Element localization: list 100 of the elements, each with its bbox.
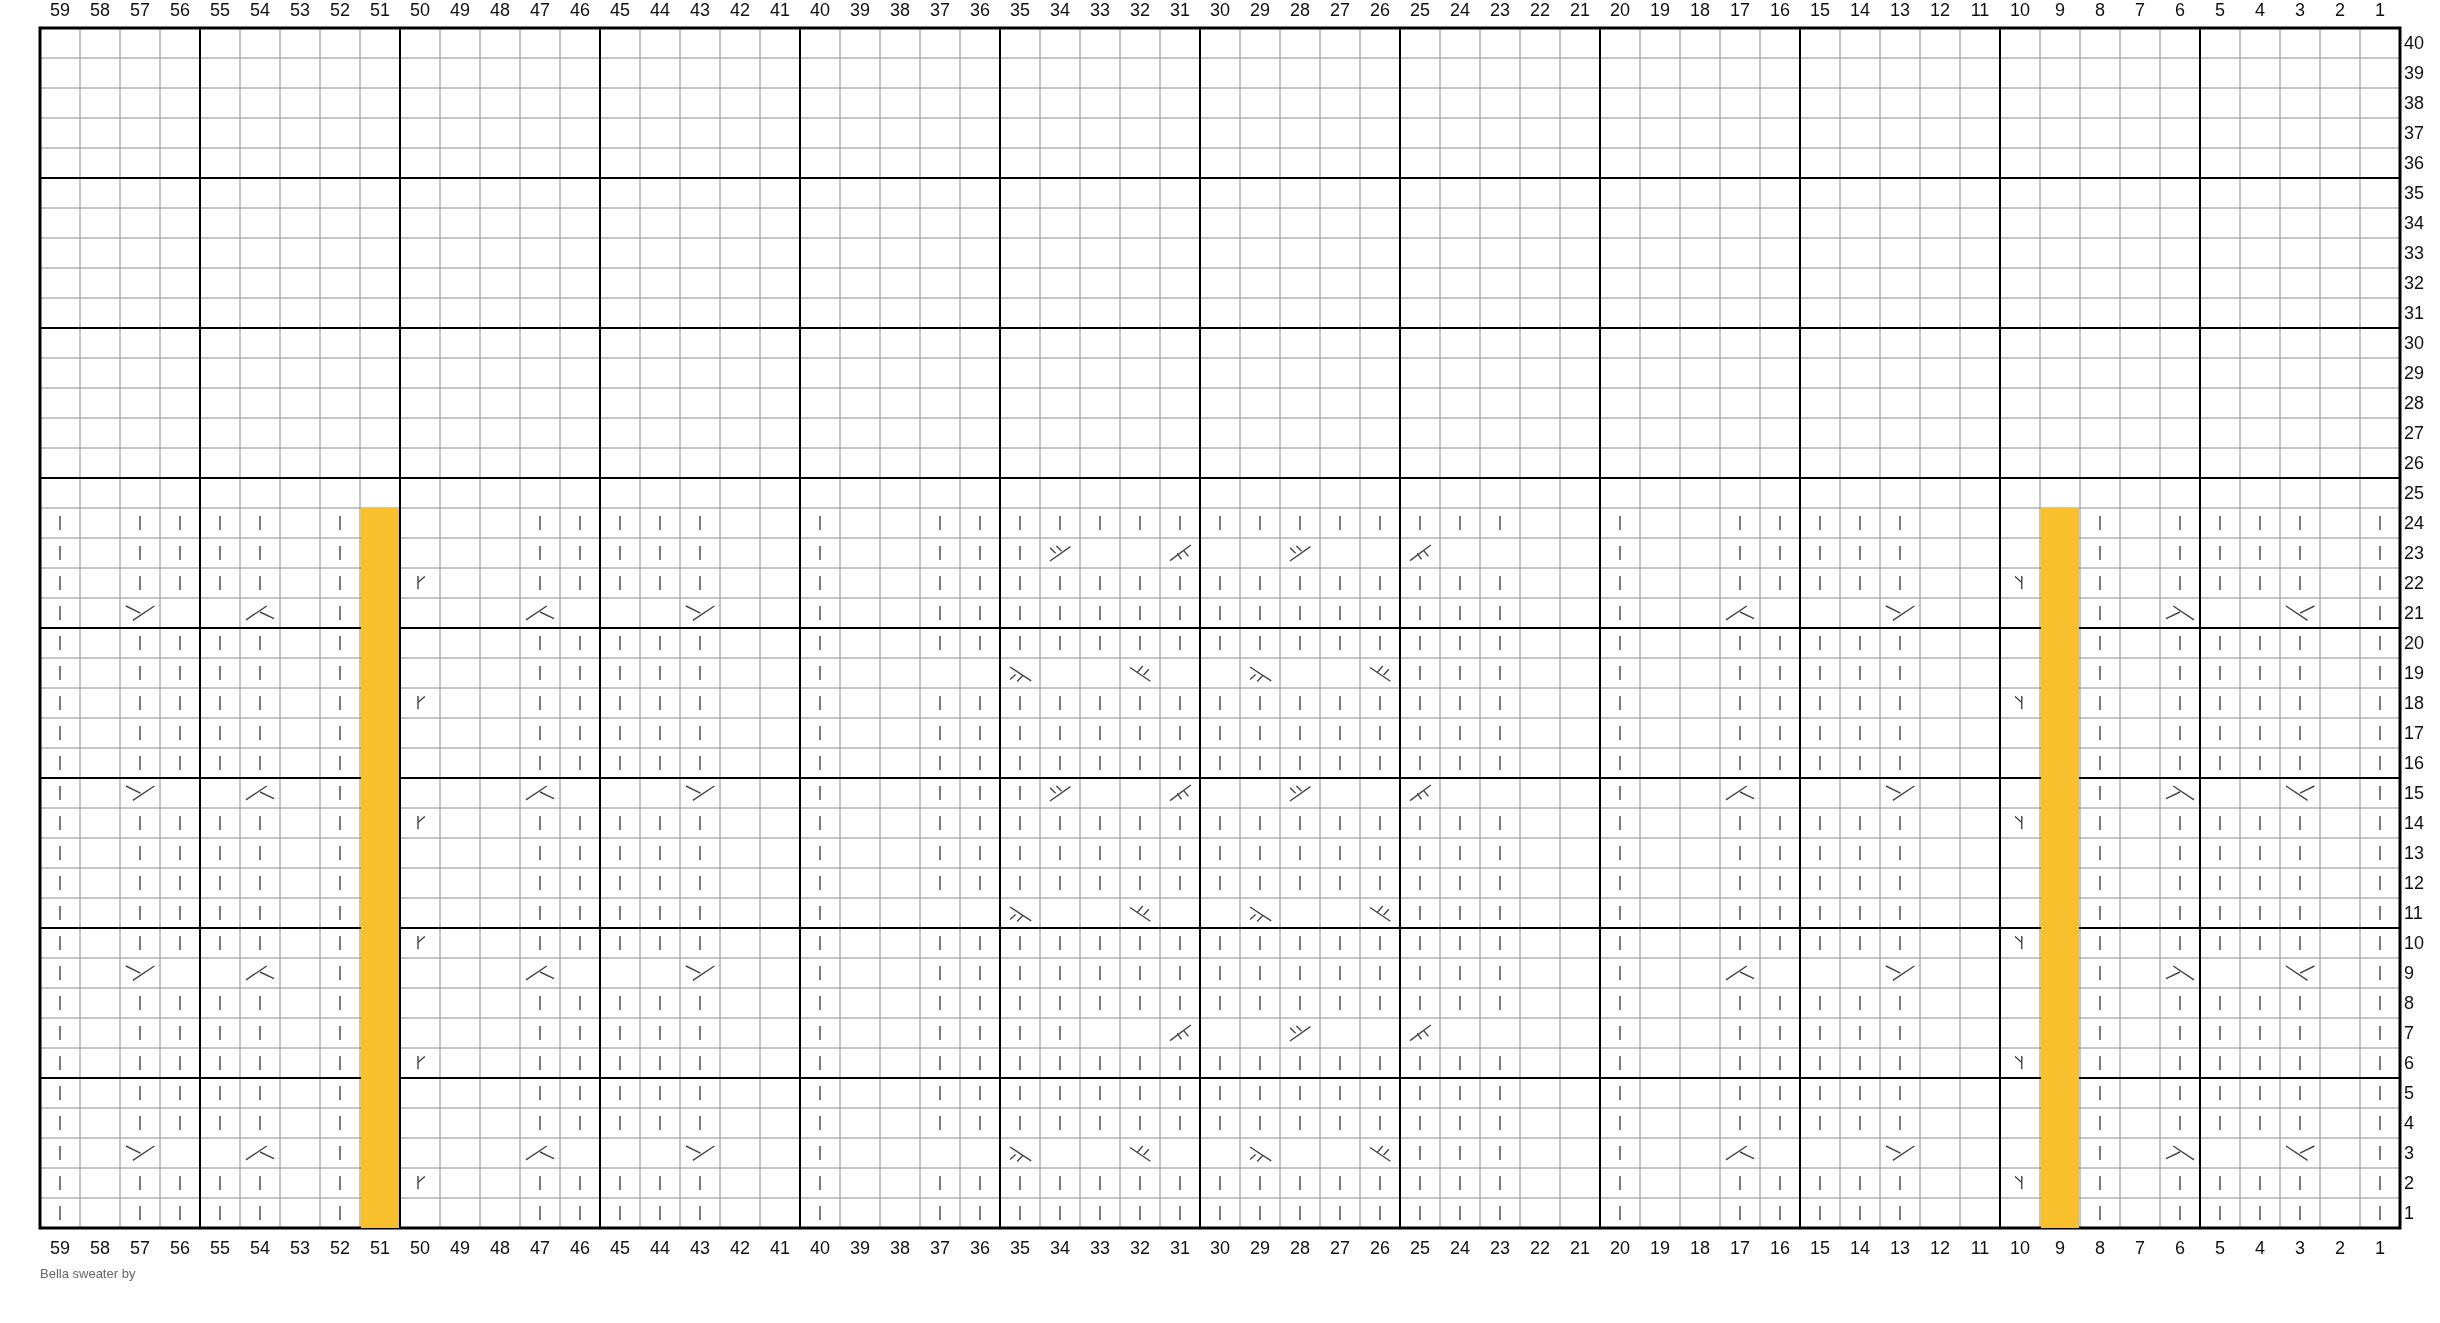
column-number: 29 [1250,1,1270,19]
column-number: 16 [1770,1,1790,19]
column-number: 14 [1850,1239,1870,1257]
column-number: 22 [1530,1239,1550,1257]
column-number: 29 [1250,1239,1270,1257]
column-number: 21 [1570,1239,1590,1257]
column-number: 23 [1490,1239,1510,1257]
row-number: 31 [2404,304,2425,322]
row-number: 8 [2404,994,2414,1012]
column-number: 15 [1810,1239,1830,1257]
column-number: 41 [770,1,790,19]
row-number: 24 [2404,514,2425,532]
column-number: 45 [610,1,630,19]
column-number: 27 [1330,1239,1350,1257]
column-number: 4 [2255,1,2265,19]
column-number: 1 [2375,1,2385,19]
column-number: 15 [1810,1,1830,19]
row-number: 6 [2404,1054,2414,1072]
column-number: 55 [210,1239,230,1257]
column-number: 34 [1050,1239,1070,1257]
column-number: 28 [1290,1,1310,19]
column-number: 39 [850,1,870,19]
column-number: 27 [1330,1,1350,19]
column-number: 24 [1450,1,1470,19]
column-number: 30 [1210,1,1230,19]
column-number: 55 [210,1,230,19]
column-number: 42 [730,1239,750,1257]
column-number: 31 [1170,1239,1190,1257]
row-number: 15 [2404,784,2425,802]
column-number: 48 [490,1239,510,1257]
column-number: 43 [690,1239,710,1257]
column-number: 7 [2135,1,2145,19]
row-number: 36 [2404,154,2425,172]
row-number: 11 [2404,904,2423,922]
column-number: 59 [50,1,70,19]
column-number: 5 [2215,1239,2225,1257]
column-number: 26 [1370,1239,1390,1257]
row-number: 7 [2404,1024,2414,1042]
column-number: 36 [970,1239,990,1257]
column-number: 52 [330,1,350,19]
column-number: 30 [1210,1239,1230,1257]
chart-caption: Bella sweater by [40,1266,136,1281]
column-number: 16 [1770,1239,1790,1257]
column-number: 28 [1290,1239,1310,1257]
row-number: 35 [2404,184,2425,202]
row-number: 37 [2404,124,2425,142]
column-number: 40 [810,1,830,19]
column-number: 32 [1130,1,1150,19]
column-number: 2 [2335,1239,2345,1257]
column-number: 25 [1410,1,1430,19]
row-number: 14 [2404,814,2425,832]
column-number: 52 [330,1239,350,1257]
column-number: 42 [730,1,750,19]
column-number: 21 [1570,1,1590,19]
column-number: 47 [530,1,550,19]
column-number: 57 [130,1,150,19]
column-number: 40 [810,1239,830,1257]
column-number: 17 [1730,1,1750,19]
column-number: 35 [1010,1239,1030,1257]
row-number: 34 [2404,214,2425,232]
row-number: 1 [2404,1204,2414,1222]
row-number: 10 [2404,934,2425,952]
column-number: 37 [930,1239,950,1257]
column-number: 38 [890,1,910,19]
column-number: 56 [170,1,190,19]
column-number: 45 [610,1239,630,1257]
column-number: 13 [1890,1,1910,19]
row-number: 20 [2404,634,2425,652]
column-number: 19 [1650,1,1670,19]
column-number: 31 [1170,1,1190,19]
column-number: 20 [1610,1239,1630,1257]
column-number: 43 [690,1,710,19]
row-number: 39 [2404,64,2425,82]
column-number: 49 [450,1,470,19]
column-number: 8 [2095,1239,2105,1257]
row-number: 5 [2404,1084,2414,1102]
column-number: 49 [450,1239,470,1257]
column-number: 54 [250,1,270,19]
column-number: 54 [250,1239,270,1257]
row-number: 12 [2404,874,2425,892]
column-number: 57 [130,1239,150,1257]
row-number: 13 [2404,844,2425,862]
column-number: 14 [1850,1,1870,19]
row-number: 3 [2404,1144,2414,1162]
column-number: 11 [1970,1,1990,19]
row-number: 29 [2404,364,2425,382]
row-number: 33 [2404,244,2425,262]
column-number: 35 [1010,1,1030,19]
row-number: 40 [2404,34,2425,52]
column-number: 51 [370,1,390,19]
column-number: 20 [1610,1,1630,19]
row-number: 18 [2404,694,2425,712]
row-number: 25 [2404,484,2425,502]
column-number: 12 [1930,1239,1950,1257]
column-number: 37 [930,1,950,19]
column-number: 44 [650,1239,670,1257]
column-number: 23 [1490,1,1510,19]
row-number: 23 [2404,544,2425,562]
row-number: 22 [2404,574,2425,592]
column-number: 6 [2175,1,2185,19]
